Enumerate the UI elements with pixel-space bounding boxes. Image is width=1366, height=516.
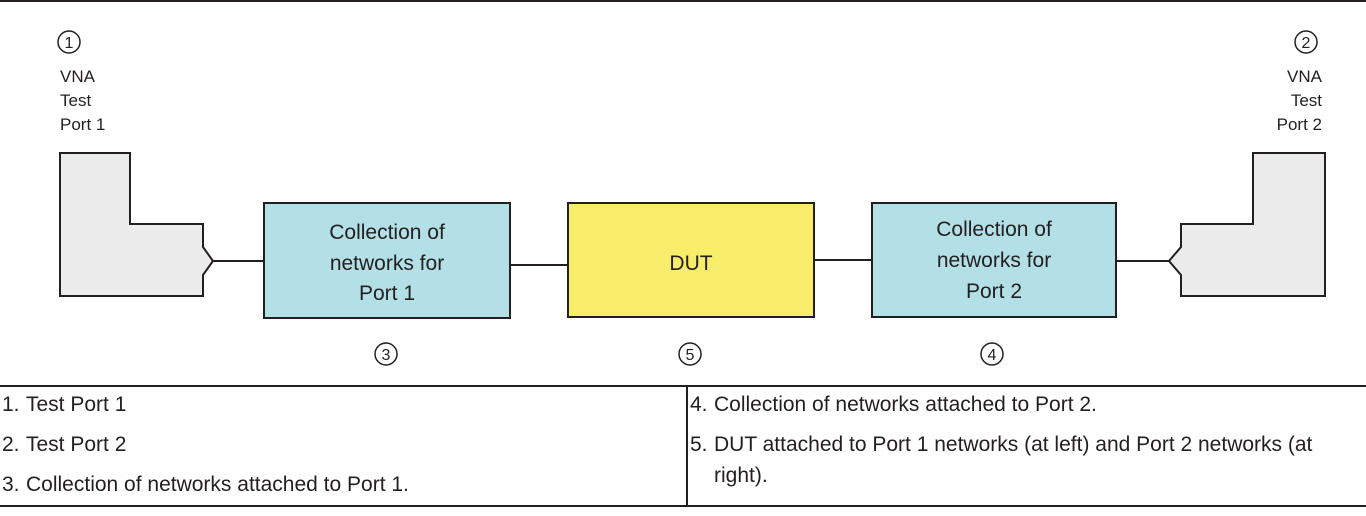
network-1-label-line-3: Port 1 xyxy=(359,282,415,305)
legend-item-text: Test Port 1 xyxy=(26,393,127,416)
network-2-label-line-2: networks for xyxy=(937,249,1051,272)
legend-item-text: Test Port 2 xyxy=(26,433,127,456)
vna-test-port-1: 1 VNA Test Port 1 xyxy=(57,30,215,297)
callout-4-circle xyxy=(980,342,1004,366)
network-collection-port-1: Collection of networks for Port 1 3 xyxy=(263,202,511,366)
port-2-label-line-1: VNA xyxy=(1287,67,1323,86)
legend-item-1: 1. Test Port 1 xyxy=(0,389,126,420)
port-2-label-line-2: Test xyxy=(1291,91,1322,110)
port-1-label-line-3: Port 1 xyxy=(60,115,105,134)
callout-1-number: 1 xyxy=(65,35,74,52)
network-diagram: 1 VNA Test Port 1 2 VNA Test Port 2 Coll… xyxy=(0,0,1366,366)
legend-item-number: 3. xyxy=(2,473,20,496)
callout-1-circle xyxy=(57,30,81,54)
legend-item-4: 4. Collection of networks attached to Po… xyxy=(688,389,1097,420)
legend-column-left: 1. Test Port 1 2. Test Port 2 3. Collect… xyxy=(0,387,688,505)
network-2-box xyxy=(871,202,1117,318)
legend-item-text: Collection of networks attached to Port … xyxy=(26,473,409,496)
vna-test-port-2: 2 VNA Test Port 2 xyxy=(1167,30,1326,297)
legend-item-number: 5. xyxy=(690,433,708,456)
network-1-label-line-1: Collection of xyxy=(329,221,445,244)
network-collection-port-2: Collection of networks for Port 2 4 xyxy=(871,202,1117,366)
callout-2-number: 2 xyxy=(1302,35,1311,52)
dut-label: DUT xyxy=(669,252,712,275)
legend-item-text: Collection of networks attached to Port … xyxy=(714,393,1097,416)
network-1-box xyxy=(263,202,511,319)
port-1-connector-shape xyxy=(59,152,215,297)
port-2-label-line-3: Port 2 xyxy=(1277,115,1322,134)
callout-5-number: 5 xyxy=(686,347,695,364)
port-1-label-line-1: VNA xyxy=(60,67,96,86)
legend-item-3: 3. Collection of networks attached to Po… xyxy=(0,469,409,500)
legend-table: 1. Test Port 1 2. Test Port 2 3. Collect… xyxy=(0,385,1366,507)
legend-item-number: 1. xyxy=(2,393,20,416)
dut: DUT 5 xyxy=(567,202,815,366)
legend-column-right: 4. Collection of networks attached to Po… xyxy=(688,387,1366,505)
port-2-connector-shape xyxy=(1167,152,1326,297)
dut-box xyxy=(567,202,815,318)
legend-item-number: 2. xyxy=(2,433,20,456)
callout-5-circle xyxy=(678,342,702,366)
legend-item-number: 4. xyxy=(690,393,708,416)
network-1-label-line-2: networks for xyxy=(330,252,444,275)
network-2-label-line-1: Collection of xyxy=(936,218,1052,241)
callout-3-circle xyxy=(374,342,398,366)
callout-4-number: 4 xyxy=(988,347,997,364)
legend-item-text: DUT attached to Port 1 networks (at left… xyxy=(714,433,1313,487)
callout-2-circle xyxy=(1294,30,1318,54)
legend-item-2: 2. Test Port 2 xyxy=(0,429,126,460)
network-2-label-line-3: Port 2 xyxy=(966,280,1022,303)
legend-item-5: 5. DUT attached to Port 1 networks (at l… xyxy=(688,429,1354,491)
callout-3-number: 3 xyxy=(382,347,391,364)
port-1-label-line-2: Test xyxy=(60,91,91,110)
